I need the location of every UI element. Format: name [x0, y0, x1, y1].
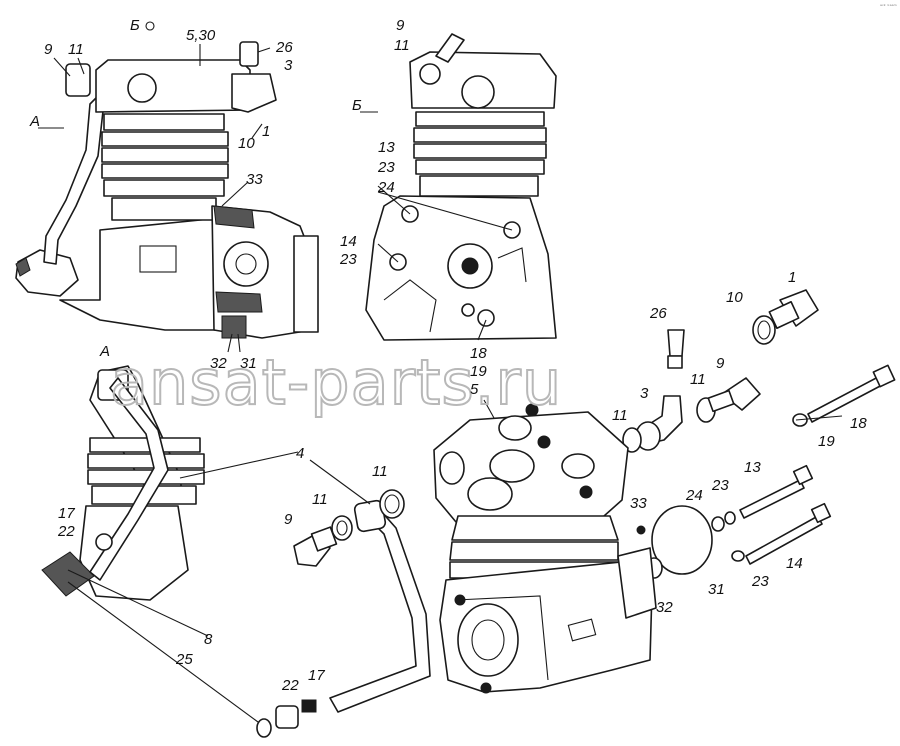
callout-9-top-left: 9 [44, 41, 53, 58]
flange-25 [256, 699, 317, 738]
ring-33 [636, 525, 646, 535]
callout-23-right-b: 23 [751, 573, 769, 590]
callout-11-right-top: 11 [690, 371, 706, 388]
compressor-main [433, 403, 657, 694]
callout-18-top-right: 18 [470, 345, 487, 362]
callout-3-top: 3 [284, 57, 293, 74]
callout-23-right: 23 [711, 477, 729, 494]
valve-1 [768, 289, 819, 330]
corner-mark: ᵃᶜᵏ ᵏᵃᵃᵐ [880, 4, 897, 10]
callout-9-mid: 9 [284, 511, 293, 528]
bolt-13 [739, 464, 814, 519]
ring-11-left [379, 489, 405, 519]
compressor-pipe-view [41, 365, 205, 601]
callout-5: 5 [470, 381, 479, 398]
callout-22-left: 22 [57, 523, 75, 540]
banjo-fitting-3 [635, 395, 683, 451]
watermark: ansat-parts.ru [110, 346, 562, 419]
callout-33: 33 [630, 495, 647, 512]
callout-13-top-right: 13 [378, 139, 395, 156]
callout-9-right: 9 [716, 355, 725, 372]
callout-19: 19 [818, 433, 835, 450]
callout-32: 32 [656, 599, 673, 616]
washers-23-24 [711, 511, 745, 562]
callout-18: 18 [850, 415, 867, 432]
callout-26-top: 26 [275, 39, 293, 56]
callout-24-top-right: 24 [377, 179, 395, 196]
ring-10 [752, 315, 776, 345]
callout-11-top-right: 11 [394, 37, 410, 54]
view-marker-b-top: Б [130, 17, 140, 34]
callout-11-mid: 11 [312, 491, 328, 508]
callout-13: 13 [744, 459, 761, 476]
callout-17-bottom: 17 [308, 667, 325, 684]
callout-22-bottom: 22 [281, 677, 299, 694]
callout-5-30: 5,30 [186, 27, 216, 44]
callout-19-top-right: 19 [470, 363, 487, 380]
bolt-9 [293, 526, 338, 567]
leader-lines [38, 44, 843, 723]
callout-8: 8 [204, 631, 213, 648]
callout-3: 3 [640, 385, 649, 402]
view-marker-circle [145, 21, 155, 31]
oring-31 [651, 505, 713, 575]
ring-11-mid [331, 515, 353, 541]
callout-14-top-right: 14 [340, 233, 357, 250]
callout-11-mid-right: 11 [372, 463, 388, 480]
callout-11-right-mid: 11 [612, 407, 628, 424]
view-marker-b-side: Б [352, 97, 362, 114]
callout-31-top: 31 [240, 355, 257, 372]
cap-26 [667, 329, 685, 369]
ring-11-right-a [622, 427, 642, 453]
callout-14: 14 [786, 555, 803, 572]
callout-4: 4 [296, 445, 304, 462]
callout-24: 24 [685, 487, 703, 504]
callout-33-top: 33 [246, 171, 263, 188]
bolt-18 [807, 364, 896, 423]
view-marker-a-side: А [99, 343, 110, 360]
callout-17-left: 17 [58, 505, 75, 522]
callout-32-top: 32 [210, 355, 227, 372]
callout-10: 10 [726, 289, 743, 306]
compressor-side-view [15, 41, 319, 339]
callout-9-top-right: 9 [396, 17, 405, 34]
callout-10-top: 10 [238, 135, 255, 152]
bolt-14 [745, 502, 832, 565]
callout-23-top-right: 23 [377, 159, 395, 176]
compressor-rear-view [365, 33, 557, 341]
callout-31: 31 [708, 581, 725, 598]
callout-26: 26 [649, 305, 667, 322]
callout-1-top: 1 [262, 123, 270, 140]
callout-25: 25 [175, 651, 193, 668]
fitting-9-right [707, 377, 761, 413]
callout-23-top-right-b: 23 [339, 251, 357, 268]
callout-1: 1 [788, 269, 796, 286]
view-marker-a-top: А [29, 113, 40, 130]
callout-11-top-left: 11 [68, 41, 84, 58]
